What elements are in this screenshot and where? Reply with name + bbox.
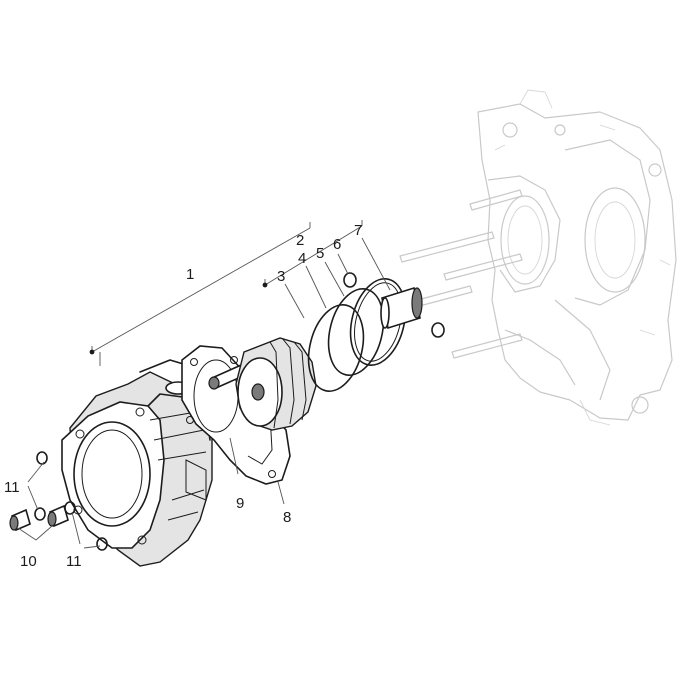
callout-4: 4: [298, 250, 306, 267]
callout-10: 10: [20, 553, 37, 570]
dowels-and-washers-part: [9, 451, 108, 551]
piston-rings-part: [307, 278, 407, 392]
callout-7: 7: [354, 222, 362, 239]
callout-5: 5: [316, 245, 324, 262]
callout-3: 3: [277, 268, 285, 285]
callout-11b: 11: [66, 553, 82, 570]
callout-9: 9: [236, 495, 244, 512]
piston-part: [235, 337, 317, 431]
crankcase-ghost: [477, 89, 677, 426]
callout-2: 2: [296, 232, 304, 249]
callout-11a: 11: [4, 479, 20, 496]
callout-labels: 1 2 3 4 5 6 7 8 9 10 11 11: [4, 222, 362, 570]
callout-8: 8: [283, 509, 291, 526]
callout-6: 6: [333, 236, 341, 253]
circlips-and-pin-part: [343, 272, 445, 338]
callout-1: 1: [186, 266, 194, 283]
cylinder-part: [61, 359, 213, 567]
leader-lines: [17, 220, 391, 549]
cylinder-studs-ghost: [399, 189, 523, 359]
